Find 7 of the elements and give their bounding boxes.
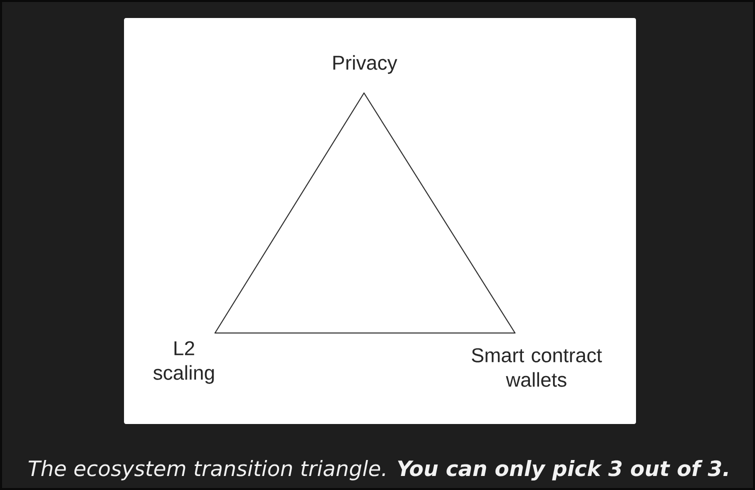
triangle-side xyxy=(214,332,516,334)
vertex-label: Smart contract wallets xyxy=(472,348,602,387)
vertex-label: L2 scaling xyxy=(153,341,214,384)
triangle-side xyxy=(214,92,364,334)
triangle-side xyxy=(364,92,516,334)
caption: The ecosystem transition triangle. You can only pick 3 out of 3. xyxy=(28,460,728,481)
vertex-label: Privacy xyxy=(333,55,398,74)
